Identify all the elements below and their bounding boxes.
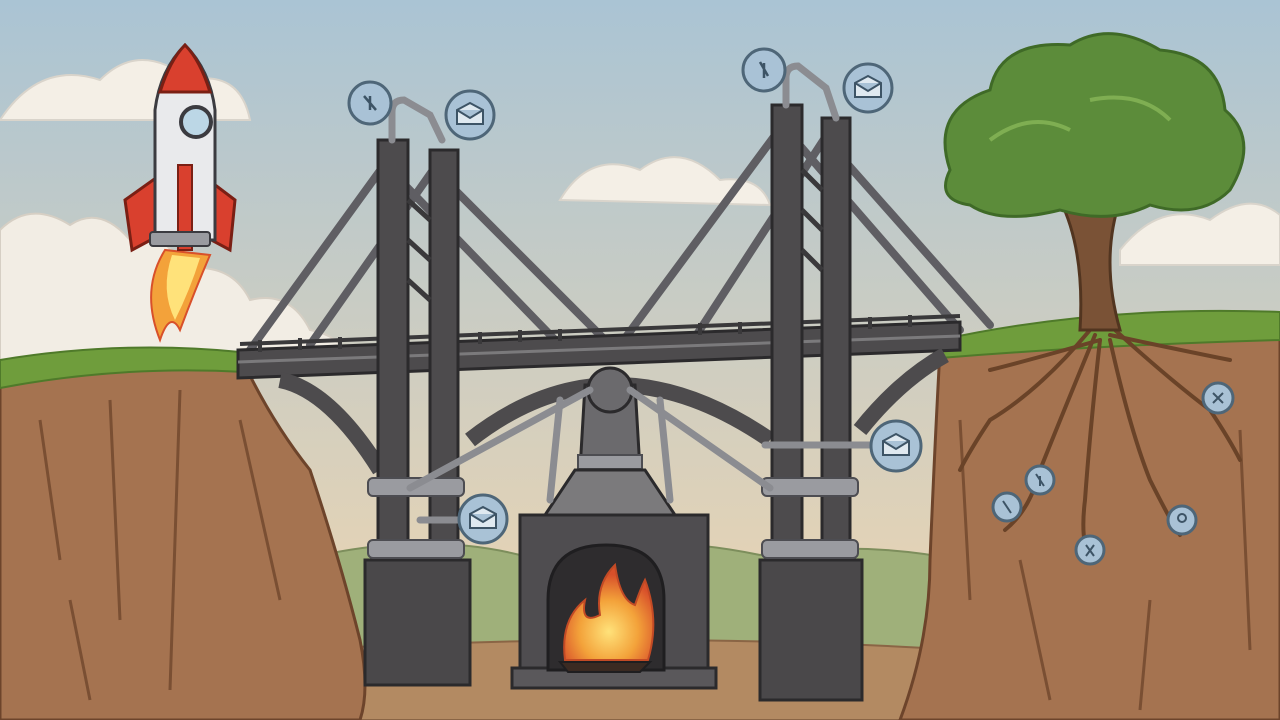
cable-badges: [457, 419, 923, 545]
root-badges: [991, 381, 1235, 566]
badge-rune-icon: [991, 491, 1023, 523]
cliff-right: [898, 309, 1280, 720]
rocket-window: [179, 105, 213, 139]
tower-badge-rune-icon: [741, 47, 787, 93]
tower-left: [363, 138, 472, 687]
badge-rune-icon: [1166, 504, 1198, 536]
rocket: [123, 42, 237, 343]
tower-badge-envelope-icon: [842, 62, 894, 114]
badge-rune-icon: [1201, 381, 1235, 415]
cable-badge-envelope-icon: [869, 419, 923, 473]
bridge-cables: [246, 111, 994, 354]
furnace-fire: [563, 562, 655, 661]
badge-rune-icon: [1074, 534, 1106, 566]
tower-badge-rune-icon: [347, 80, 393, 126]
tower-badge-envelope-icon: [444, 89, 496, 141]
tree-foliage: [943, 32, 1246, 218]
cable-badge-envelope-icon: [457, 493, 509, 545]
tower-badges: [347, 47, 894, 141]
tower-right: [758, 103, 864, 702]
forge-furnace: [510, 366, 718, 690]
tower-top-pipes: [388, 62, 840, 144]
badge-rune-icon: [1024, 464, 1056, 496]
tree: [943, 32, 1246, 332]
cliff-left: [0, 346, 367, 720]
